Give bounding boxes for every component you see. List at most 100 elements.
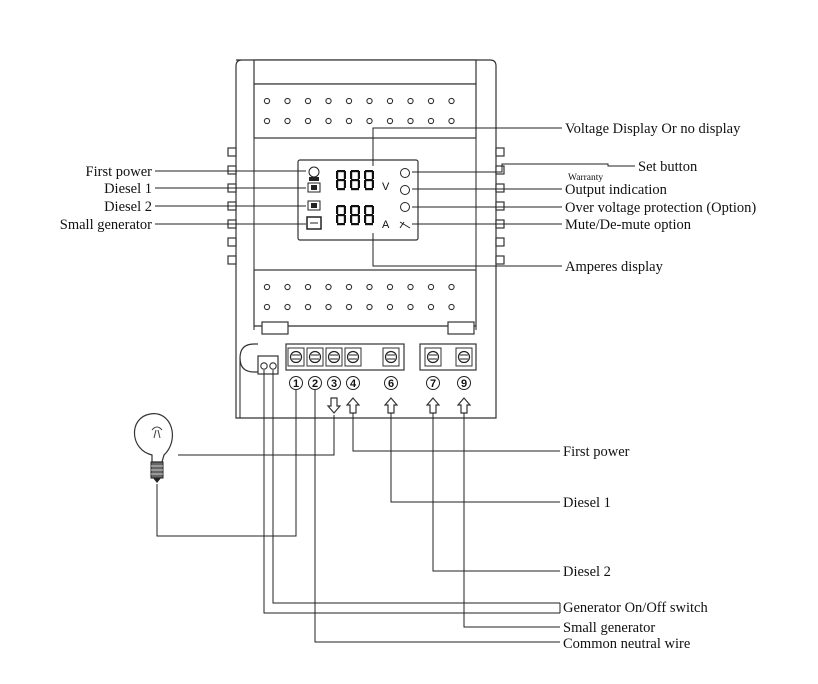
label-wire-diesel-1: Diesel 1: [563, 495, 611, 511]
lcd-segment: [336, 171, 339, 179]
top-vent-panel: [253, 83, 477, 139]
left-labels: First power Diesel 1 Diesel 2 Small gene…: [60, 164, 152, 233]
set-button-icon[interactable]: [400, 168, 410, 178]
vent-hole: [427, 117, 435, 125]
label-first-power: First power: [86, 164, 153, 180]
lcd-segment: [357, 215, 360, 223]
label-wire-first-power: First power: [563, 444, 630, 460]
first-power-icon: [308, 166, 320, 181]
vent-hole: [345, 303, 353, 311]
label-diesel-2: Diesel 2: [104, 199, 152, 215]
screw-terminal-icon: [455, 347, 473, 367]
vent-hole: [304, 97, 312, 105]
vent-hole: [284, 303, 291, 311]
lcd-segment: [365, 188, 373, 191]
vent-hole: [448, 97, 455, 105]
vent-hole: [407, 303, 414, 311]
label-wire-generator-switch: Generator On/Off switch: [563, 600, 708, 616]
lcd-segment: [365, 205, 373, 208]
vent-hole: [448, 117, 455, 125]
vent-hole: [345, 283, 353, 291]
svg-text:4: 4: [350, 378, 357, 390]
small-generator-icon: [306, 216, 322, 230]
lcd-segment: [351, 214, 359, 217]
vent-hole: [366, 303, 373, 311]
label-warranty: Warranty: [568, 173, 603, 183]
terminal-number: 6: [384, 376, 398, 390]
screw-terminal-icon: [424, 347, 442, 367]
lcd-segment: [351, 188, 359, 191]
vent-hole: [263, 303, 271, 311]
terminal-number: 9: [457, 376, 471, 390]
lcd-segment: [365, 214, 373, 217]
lcd-segment: [351, 170, 359, 173]
vent-hole: [407, 97, 414, 105]
vent-hole: [304, 283, 312, 291]
lcd-display: V A: [297, 159, 419, 241]
lcd-segment: [357, 206, 360, 214]
terminal-number: 1: [289, 376, 303, 390]
vent-hole: [386, 117, 394, 125]
lcd-segment: [337, 223, 345, 226]
label-output-indication: Output indication: [565, 182, 668, 198]
terminal-number: 3: [327, 376, 341, 390]
diesel-2-icon: [307, 200, 321, 211]
lcd-segment: [337, 205, 345, 208]
screw-terminal-icon: [306, 347, 324, 367]
lcd-segment: [350, 206, 353, 214]
leader-lines: [155, 127, 635, 267]
vent-hole: [427, 303, 435, 311]
label-amperes-display: Amperes display: [565, 259, 664, 275]
lcd-segment: [350, 215, 353, 223]
lcd-segment: [364, 171, 367, 179]
vent-hole: [284, 283, 291, 291]
vent-hole: [448, 283, 455, 291]
lcd-segment: [337, 214, 345, 217]
lcd-segment: [365, 170, 373, 173]
voltage-unit: V: [382, 181, 390, 193]
lcd-segment: [343, 215, 346, 223]
lcd-segment: [337, 170, 345, 173]
vent-hole: [386, 303, 394, 311]
vent-hole: [407, 117, 414, 125]
screw-terminal-icon: [344, 347, 362, 367]
vent-hole: [345, 117, 353, 125]
label-wire-diesel-2: Diesel 2: [563, 564, 611, 580]
vent-hole: [325, 303, 332, 311]
lcd-segment: [343, 206, 346, 214]
mute-icon[interactable]: [399, 221, 411, 229]
label-diesel-1: Diesel 1: [104, 181, 152, 197]
lcd-segment: [350, 180, 353, 188]
screw-terminal-icon: [382, 347, 400, 367]
svg-text:1: 1: [293, 378, 299, 390]
vent-hole: [263, 97, 271, 105]
lcd-segment: [336, 215, 339, 223]
lamp-icon: [133, 413, 173, 483]
ampere-digits: [336, 205, 374, 226]
vent-hole: [263, 117, 271, 125]
lcd-segment: [371, 171, 374, 179]
vent-hole: [366, 97, 373, 105]
lcd-segment: [371, 215, 374, 223]
lcd-segment: [357, 171, 360, 179]
lcd-segment: [364, 180, 367, 188]
svg-text:6: 6: [388, 378, 394, 390]
label-voltage-display: Voltage Display Or no display: [565, 121, 741, 137]
terminal-number: 4: [346, 376, 360, 390]
lcd-segment: [364, 206, 367, 214]
lcd-segment: [364, 215, 367, 223]
vent-hole: [325, 117, 332, 125]
label-wire-small-generator: Small generator: [563, 620, 655, 636]
vent-hole: [263, 283, 271, 291]
lcd-segment: [336, 180, 339, 188]
lcd-segment: [336, 206, 339, 214]
vent-hole: [427, 283, 435, 291]
vent-hole: [345, 97, 353, 105]
screw-terminals: [287, 347, 473, 367]
vent-holes: [263, 97, 455, 311]
wiring-lines: [156, 370, 561, 643]
vent-hole: [386, 283, 394, 291]
label-small-generator: Small generator: [60, 217, 152, 233]
vent-hole: [284, 97, 291, 105]
